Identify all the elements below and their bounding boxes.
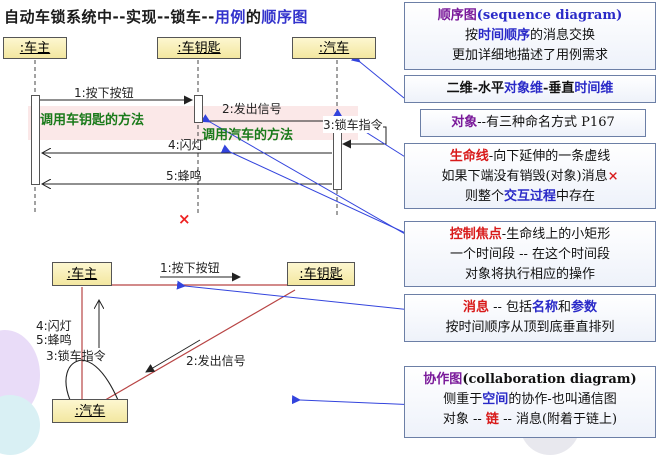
pointer-focus-2	[200, 114, 413, 239]
note-lifeline-line3: 则整个交互过程中存在	[405, 187, 655, 207]
note-collaboration-diagram: 协作图(collaboration diagram) 侧重于空间的协作-也叫通信…	[404, 366, 656, 438]
collab-link-key-car	[99, 289, 296, 404]
title-part-3: 的	[245, 8, 262, 26]
text-lifeline-3a: 则整个	[464, 189, 504, 204]
pointer-obj	[350, 53, 405, 99]
kw-parameter: 参数	[571, 300, 598, 315]
diagram-lines	[34, 53, 431, 406]
text-focus-desc: -生命线上的小矩形	[501, 227, 611, 242]
kw-sequence-diagram-en: (sequence diagram)	[476, 8, 623, 23]
collab-msg-3: 3:锁车指令	[46, 349, 106, 363]
note-object-line: 对象--有三种命名方式 P167	[421, 110, 645, 136]
pointer-collab	[291, 395, 419, 406]
destroy-x-icon: ×	[607, 169, 619, 184]
seq-object-key: :车钥匙	[157, 37, 241, 59]
collab-msg-4: 4:闪灯	[36, 319, 72, 333]
kw-space: 空间	[482, 392, 509, 407]
method-highlight-band	[28, 106, 358, 140]
text-seq-2a: 按	[464, 28, 478, 43]
kw-focus-of-control: 控制焦点	[449, 227, 502, 242]
text-lifeline-2: 如果下端没有销毁(对象)消息	[441, 169, 608, 184]
note-lifeline-line1: 生命线-向下延伸的一条虚线	[405, 147, 655, 167]
kw-interaction: 交互过程	[503, 189, 556, 204]
note-seq-title: 顺序图(sequence diagram)	[405, 6, 655, 26]
text-seq-2c: 的消息交换	[530, 28, 596, 43]
note-focus-of-control: 控制焦点-生命线上的小矩形 一个时间段 -- 在这个时间段 对象将执行相应的操作	[404, 221, 656, 287]
kw-lifeline: 生命线	[449, 149, 489, 164]
text-collab-2a: 侧重于	[443, 392, 483, 407]
text-object-naming: --有三种命名方式 P167	[477, 115, 615, 130]
kw-message: 消息	[462, 300, 489, 315]
kw-object-dimension: 对象维	[503, 81, 543, 96]
collab-msg-2: 2:发出信号	[186, 354, 246, 368]
collab-object-key: :车钥匙	[287, 262, 355, 286]
activation-owner	[31, 95, 40, 185]
pointer-focus	[220, 144, 413, 237]
note-message-line1: 消息 -- 包括名称和参数	[405, 298, 655, 318]
method-label-key: 调用车钥匙的方法	[40, 113, 145, 128]
seq-msg-3: 3:锁车指令	[323, 116, 383, 133]
seq-msg-5: 5:蜂鸣	[166, 169, 202, 183]
kw-time-order: 时间顺序	[477, 28, 530, 43]
seq-object-car: :汽车	[292, 37, 376, 59]
text-collab-2c: 的协作-也叫通信图	[508, 392, 617, 407]
seq-msg-2: 2:发出信号	[222, 102, 282, 116]
title-part-2: 用例	[214, 8, 246, 26]
collab-msg-5: 5:蜂鸣	[36, 333, 72, 347]
note-dimensions: 二维-水平对象维-垂直时间维	[404, 75, 656, 103]
text-collab-3a: 对象 --	[442, 412, 486, 427]
kw-name: 名称	[532, 300, 559, 315]
collab-msg-1: 1:按下按钮	[160, 261, 220, 275]
text-collab-3c: -- 消息(附着于链上)	[498, 412, 618, 427]
note-focus-line1: 控制焦点-生命线上的小矩形	[405, 225, 655, 245]
note-lifeline-line2: 如果下端没有销毁(对象)消息×	[405, 167, 655, 187]
text-msg-b: -- 包括	[488, 300, 533, 315]
note-lifeline: 生命线-向下延伸的一条虚线 如果下端没有销毁(对象)消息× 则整个交互过程中存在	[404, 143, 656, 209]
kw-sequence-diagram: 顺序图	[437, 8, 477, 23]
note-collab-line2: 侧重于空间的协作-也叫通信图	[405, 390, 655, 410]
kw-object: 对象	[451, 115, 478, 130]
note-seq-line3: 更加详细地描述了用例需求	[451, 48, 608, 63]
note-message-line2: 按时间顺序从顶到底垂直排列	[445, 320, 615, 335]
note-focus-line2: 一个时间段 -- 在这个时间段	[449, 247, 611, 262]
method-label-car: 调用汽车的方法	[202, 128, 294, 143]
collab-self-loop	[65, 359, 119, 401]
destroy-x-mark: ×	[178, 210, 191, 228]
kw-collaboration-diagram-en: (collaboration diagram)	[462, 372, 637, 387]
text-lifeline-desc: -向下延伸的一条虚线	[488, 149, 611, 164]
activation-key	[194, 95, 203, 123]
note-object: 对象--有三种命名方式 P167	[420, 109, 646, 137]
pointer-message	[176, 280, 431, 313]
kw-time-dimension: 时间维	[574, 81, 614, 96]
kw-collaboration-diagram: 协作图	[423, 372, 463, 387]
note-message: 消息 -- 包括名称和参数 按时间顺序从顶到底垂直排列	[404, 294, 656, 342]
collab-object-car: :汽车	[52, 399, 128, 423]
note-sequence-diagram: 顺序图(sequence diagram) 按时间顺序的消息交换 更加详细地描述…	[404, 2, 656, 70]
text-msg-d: 和	[558, 300, 572, 315]
seq-msg-1: 1:按下按钮	[74, 86, 134, 100]
title-part-1: 自动车锁系统中--实现--锁车--	[4, 8, 215, 26]
title-part-4: 顺序图	[261, 8, 308, 26]
note-dims-line: 二维-水平对象维-垂直时间维	[405, 76, 655, 102]
text-dims-a: 二维-水平	[446, 81, 504, 96]
note-seq-line2: 按时间顺序的消息交换	[405, 26, 655, 46]
note-collab-line3: 对象 -- 链 -- 消息(附着于链上)	[405, 410, 655, 430]
text-dims-c: -垂直	[543, 81, 575, 96]
seq-object-owner: :车主	[3, 37, 67, 59]
note-focus-line3: 对象将执行相应的操作	[464, 267, 595, 282]
kw-link: 链	[485, 412, 499, 427]
collab-msg2-arrow	[145, 339, 201, 373]
slide-title: 自动车锁系统中--实现--锁车--用例的顺序图	[4, 6, 308, 27]
collab-object-owner: :车主	[52, 262, 112, 286]
note-collab-title: 协作图(collaboration diagram)	[405, 370, 655, 390]
seq-msg-4: 4:闪灯	[168, 138, 204, 152]
text-lifeline-3c: 中存在	[556, 189, 596, 204]
